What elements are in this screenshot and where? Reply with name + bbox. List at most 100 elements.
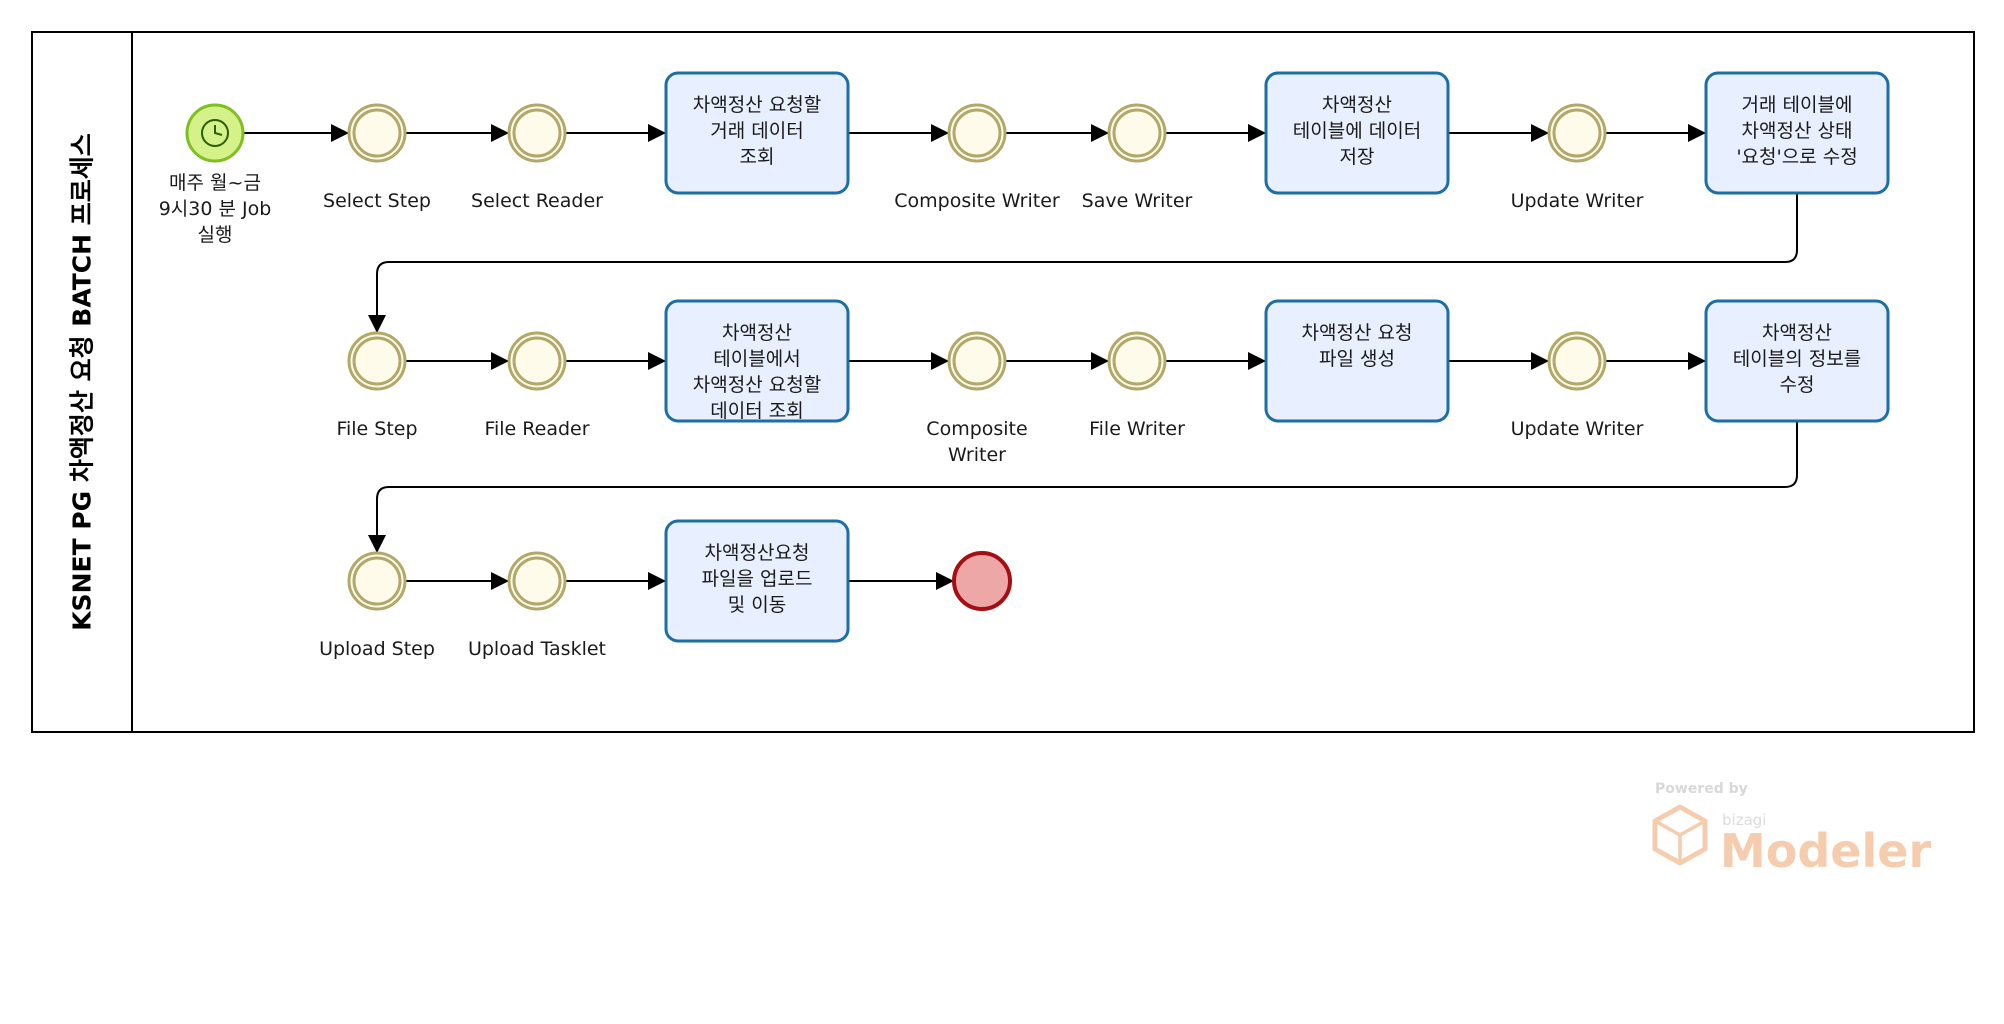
intermediate-event[interactable]: Select Reader — [471, 103, 603, 212]
event-outer-ring — [947, 331, 1007, 391]
task-label: 거래 데이터 — [710, 120, 803, 142]
event-outer-ring — [1107, 331, 1167, 391]
bizagi-watermark: Powered by bizagi Modeler — [1652, 781, 1931, 878]
row-wrap-flow — [368, 193, 1798, 333]
start-event-label: 매주 월~금 — [169, 172, 261, 194]
event-outer-ring — [1547, 331, 1607, 391]
task-label: 차액정산 — [722, 322, 792, 344]
event-inner-ring — [352, 336, 402, 386]
task-box — [1704, 71, 1890, 195]
event-inner-ring — [1112, 336, 1162, 386]
task-label: 차액정산 — [1762, 322, 1832, 344]
event-inner-ring — [352, 556, 402, 606]
event-label: Writer — [948, 444, 1006, 466]
task-label: 파일을 업로드 — [702, 568, 813, 590]
event-label: Save Writer — [1082, 190, 1193, 212]
row-wrap-flow — [368, 421, 1798, 553]
task-box — [664, 519, 850, 643]
task-label: 테이블에 데이터 — [1293, 120, 1421, 142]
watermark-powered-by: Powered by — [1655, 781, 1748, 797]
event-inner-ring — [352, 108, 402, 158]
end-event[interactable] — [952, 551, 1012, 611]
task-box — [664, 299, 850, 423]
task-label: 파일 생성 — [1319, 348, 1395, 370]
bizagi-logo-icon — [1652, 804, 1708, 866]
intermediate-event[interactable]: File Writer — [1089, 331, 1185, 440]
event-label: File Reader — [484, 418, 589, 440]
task-label: 및 이동 — [728, 594, 786, 616]
task-label: 조회 — [740, 146, 775, 168]
event-label: File Step — [336, 418, 417, 440]
event-outer-ring — [347, 103, 407, 163]
watermark-brand: bizagi — [1722, 811, 1766, 829]
sequence-flows — [243, 124, 1798, 590]
end-event-circle — [952, 551, 1012, 611]
intermediate-event[interactable]: Upload Step — [319, 551, 435, 660]
intermediate-event[interactable]: File Reader — [484, 331, 590, 440]
intermediate-event[interactable]: Update Writer — [1511, 331, 1644, 440]
event-outer-ring — [1547, 103, 1607, 163]
task-label: 데이터 조회 — [710, 400, 803, 422]
event-outer-ring — [507, 331, 567, 391]
event-outer-ring — [1107, 103, 1167, 163]
start-event-label: 실행 — [198, 224, 233, 246]
intermediate-event[interactable]: File Step — [336, 331, 418, 440]
task-box — [1704, 299, 1890, 423]
event-inner-ring — [512, 108, 562, 158]
event-label: File Writer — [1089, 418, 1185, 440]
event-label: Select Reader — [471, 190, 603, 212]
event-inner-ring — [1552, 108, 1602, 158]
event-label: Upload Step — [319, 638, 435, 660]
task-label: 차액정산요청 — [705, 542, 810, 564]
event-inner-ring — [512, 336, 562, 386]
task-label: 테이블에서 — [713, 348, 800, 370]
task-label: '요청'으로 수정 — [1736, 146, 1857, 168]
task-label: 수정 — [1780, 374, 1815, 396]
task-box — [1264, 299, 1450, 423]
event-label: Select Step — [323, 190, 431, 212]
task-label: 테이블의 정보를 — [1733, 348, 1861, 370]
event-outer-ring — [347, 551, 407, 611]
event-outer-ring — [507, 103, 567, 163]
event-label: Composite Writer — [894, 190, 1060, 212]
event-label: Update Writer — [1511, 190, 1644, 212]
task-label: 차액정산 요청할 — [693, 94, 821, 116]
task-label: 차액정산 상태 — [1742, 120, 1853, 142]
intermediate-event[interactable]: Composite Writer — [894, 103, 1060, 212]
flow-nodes: 매주 월~금 9시30 분 Job 실행 Select Step Select Read… — [159, 71, 1890, 660]
start-event[interactable]: 매주 월~금 9시30 분 Job 실행 — [159, 103, 272, 246]
intermediate-event[interactable]: Update Writer — [1511, 103, 1644, 212]
task-label: 거래 테이블에 — [1742, 94, 1853, 116]
intermediate-event[interactable]: Upload Tasklet — [468, 551, 606, 660]
clock-icon — [201, 119, 229, 147]
event-inner-ring — [1552, 336, 1602, 386]
event-outer-ring — [347, 331, 407, 391]
clock-hands-icon — [214, 125, 223, 136]
event-inner-ring — [952, 336, 1002, 386]
event-outer-ring — [507, 551, 567, 611]
event-inner-ring — [512, 556, 562, 606]
intermediate-event[interactable]: Select Step — [323, 103, 431, 212]
event-label: Upload Tasklet — [468, 638, 606, 660]
task-label: 차액정산 요청할 — [693, 374, 821, 396]
event-inner-ring — [952, 108, 1002, 158]
watermark-product: Modeler — [1720, 824, 1931, 878]
start-event-label: 9시30 분 Job — [159, 198, 272, 220]
pool-title: KSNET PG 차액정산 요청 BATCH 프로세스 — [68, 133, 97, 631]
task-label: 저장 — [1340, 146, 1375, 168]
task-box — [664, 71, 850, 195]
task-box — [1264, 71, 1450, 195]
intermediate-event[interactable]: Save Writer — [1082, 103, 1193, 212]
task-label: 차액정산 — [1322, 94, 1392, 116]
event-inner-ring — [1112, 108, 1162, 158]
event-label: Composite — [926, 418, 1027, 440]
